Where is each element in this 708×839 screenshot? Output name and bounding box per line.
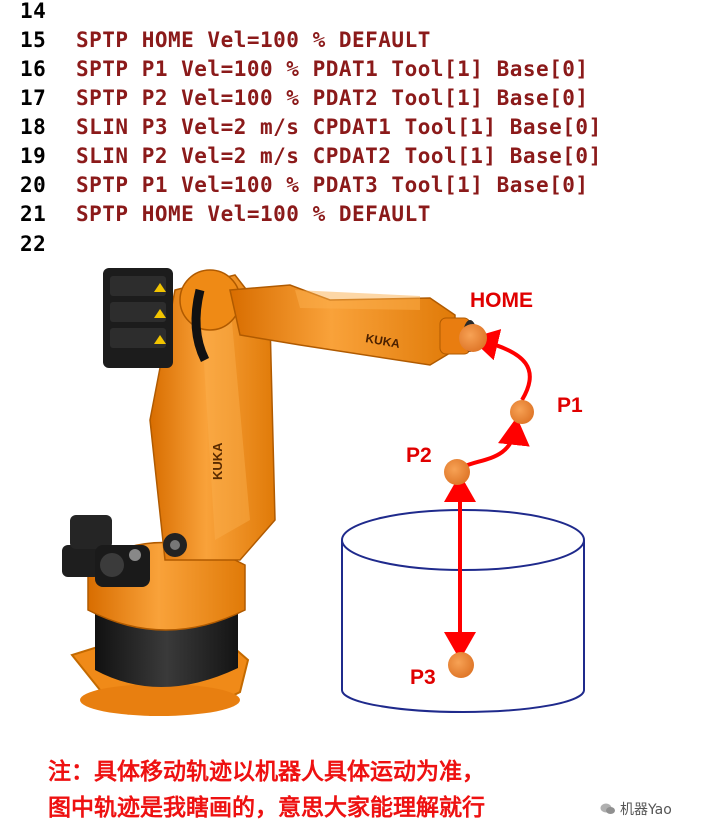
label-p1: P1 (557, 394, 583, 417)
line-number: 17 (20, 86, 47, 110)
code-line: 18 SLIN P3 Vel=2 m/s CPDAT1 Tool[1] Base[… (20, 113, 602, 142)
code-line: 21 SPTP HOME Vel=100 % DEFAULT (20, 200, 431, 229)
kuka-robot: KUKA KUKA (62, 268, 477, 717)
robot-arm-logo: KUKA (364, 331, 401, 351)
line-number: 16 (20, 57, 47, 81)
robot-scene: KUKA KUKA (62, 268, 585, 717)
label-p3: P3 (410, 666, 436, 689)
line-text: SPTP P1 Vel=100 % PDAT1 Tool[1] Base[0] (76, 57, 589, 81)
line-number: 14 (20, 0, 47, 23)
line-text: SPTP HOME Vel=100 % DEFAULT (76, 202, 431, 226)
path-p1-to-home (470, 329, 532, 402)
line-text: SLIN P2 Vel=2 m/s CPDAT2 Tool[1] Base[0] (76, 144, 602, 168)
motion-path (444, 329, 532, 660)
note-line-2: 图中轨迹是我瞎画的，意思大家能理解就行 (48, 795, 485, 821)
waypoint-p1 (510, 400, 534, 424)
line-number: 20 (20, 173, 47, 197)
robot-body-logo: KUKA (210, 442, 225, 480)
line-text: SPTP P1 Vel=100 % PDAT3 Tool[1] Base[0] (76, 173, 589, 197)
path-p2-to-p1 (462, 417, 530, 469)
line-text: SPTP P2 Vel=100 % PDAT2 Tool[1] Base[0] (76, 86, 589, 110)
partial-line-number: 22 (20, 232, 47, 256)
code-line: 14 (20, 0, 76, 26)
wechat-icon (600, 803, 615, 814)
label-home: HOME (470, 289, 533, 312)
line-number: 18 (20, 115, 47, 139)
waypoint-p2 (444, 459, 470, 485)
code-line: 20 SPTP P1 Vel=100 % PDAT3 Tool[1] Base[0… (20, 171, 589, 200)
label-p2: P2 (406, 444, 432, 467)
note-line-1: 注：具体移动轨迹以机器人具体运动为准， (48, 759, 485, 785)
line-number: 21 (20, 202, 47, 226)
line-text: SPTP HOME Vel=100 % DEFAULT (76, 28, 431, 52)
line-number: 19 (20, 144, 47, 168)
code-line: 15 SPTP HOME Vel=100 % DEFAULT (20, 26, 431, 55)
waypoint-home (459, 324, 487, 352)
work-container (341, 509, 585, 713)
watermark: 机器Yao (600, 799, 672, 819)
waypoint-p3 (448, 652, 474, 678)
code-line: 17 SPTP P2 Vel=100 % PDAT2 Tool[1] Base[0… (20, 84, 589, 113)
code-line: 16 SPTP P1 Vel=100 % PDAT1 Tool[1] Base[0… (20, 55, 589, 84)
watermark-text: 机器Yao (620, 802, 672, 818)
waypoints (444, 324, 534, 678)
line-number: 15 (20, 28, 47, 52)
line-text: SLIN P3 Vel=2 m/s CPDAT1 Tool[1] Base[0] (76, 115, 602, 139)
code-line: 19 SLIN P2 Vel=2 m/s CPDAT2 Tool[1] Base[… (20, 142, 602, 171)
